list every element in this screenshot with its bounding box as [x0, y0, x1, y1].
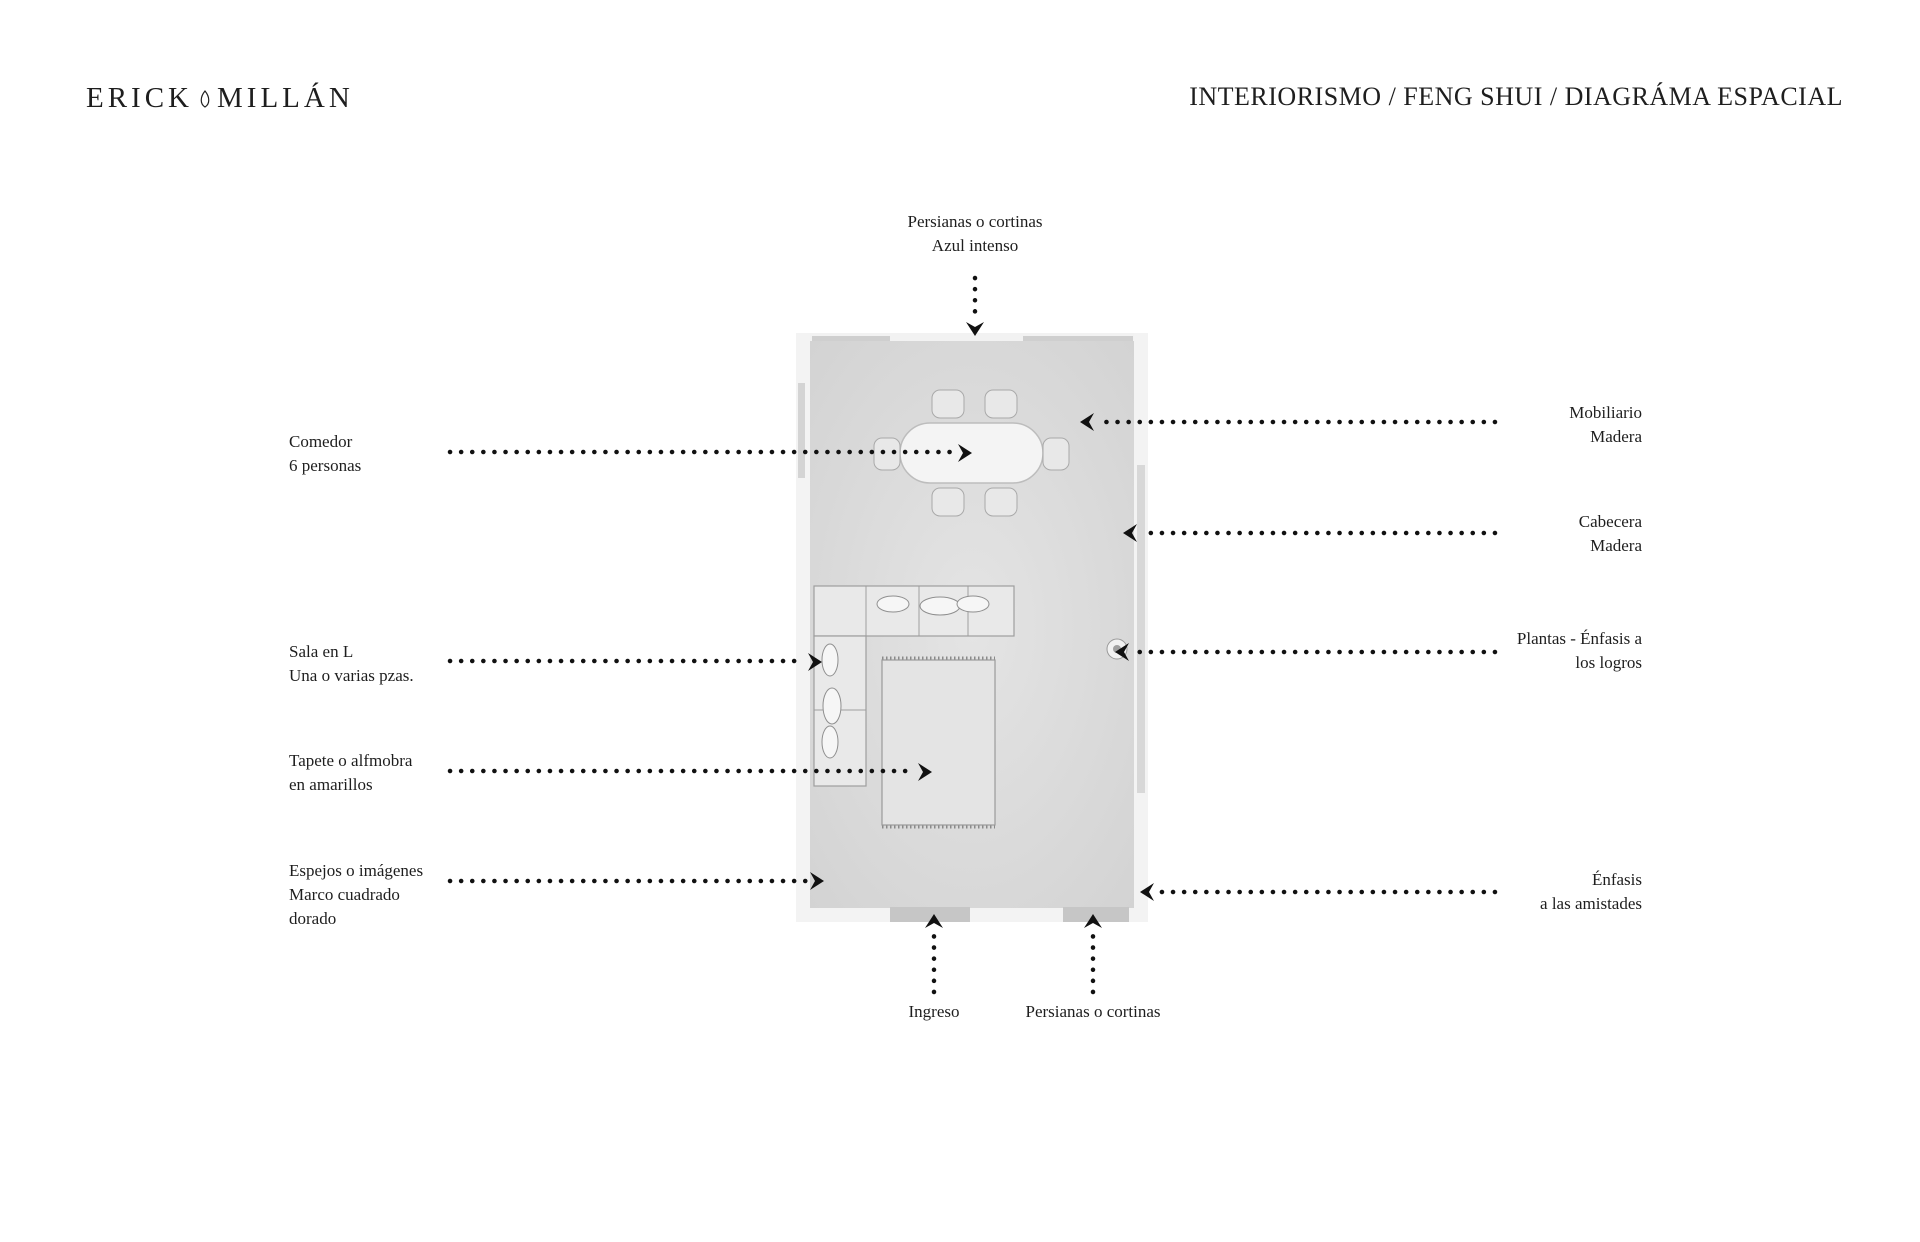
label-line: Madera	[1590, 536, 1642, 555]
rug-body	[881, 659, 996, 826]
bottom-wall	[796, 908, 1148, 922]
label-line: Marco cuadrado	[289, 885, 400, 904]
label-line: Comedor	[289, 432, 353, 451]
arrowhead	[1115, 643, 1129, 661]
label-cabecera: Cabecera Madera	[1579, 510, 1642, 558]
dining-chair	[931, 487, 965, 517]
label-line: Azul intenso	[931, 236, 1019, 255]
label-top-curtains: Persianas o cortinas Azul intenso	[907, 210, 1042, 258]
label-line: en amarillos	[289, 775, 373, 794]
label-line: Espejos o imágenes	[289, 861, 424, 880]
label-line: los logros	[1575, 653, 1642, 672]
left-window	[798, 383, 805, 478]
label-persianas-bottom: Persianas o cortinas	[1025, 1002, 1161, 1021]
cushion	[956, 595, 990, 613]
label-mobiliario: Mobiliario Madera	[1569, 401, 1642, 449]
page-title: INTERIORISMO / FENG SHUI / DIAGRÁMA ESPA…	[1189, 82, 1843, 111]
cushion	[821, 643, 839, 677]
label-line: 6 personas	[289, 456, 362, 475]
top-wall	[796, 333, 1148, 341]
cushion	[919, 596, 961, 616]
l-shaped-sofa	[813, 585, 1015, 787]
label-tapete: Tapete o alfmobra en amarillos	[289, 749, 412, 797]
arrowhead	[1080, 413, 1094, 431]
rug	[881, 656, 996, 829]
right-window	[1137, 465, 1145, 793]
arrowhead	[1123, 524, 1137, 542]
arrowhead	[810, 872, 824, 890]
arrow-group	[447, 275, 1498, 995]
arrowhead	[966, 322, 984, 336]
dining-chair	[1042, 437, 1070, 471]
dining-chair	[984, 487, 1018, 517]
arrowhead	[925, 914, 943, 928]
cushion	[821, 725, 839, 759]
label-line: Madera	[1590, 427, 1642, 446]
top-window-left	[812, 336, 890, 341]
label-line: a las amistades	[1540, 894, 1642, 913]
label-line: Mobiliario	[1569, 403, 1642, 422]
label-line: Sala en L	[289, 642, 354, 661]
arrowhead	[808, 653, 822, 671]
arrowhead	[958, 444, 972, 462]
label-line: Tapete o alfmobra	[289, 751, 413, 770]
label-line: dorado	[289, 909, 337, 928]
dining-chair	[984, 389, 1018, 419]
cushion	[876, 595, 910, 613]
cushion	[822, 687, 842, 725]
label-line: Énfasis	[1591, 870, 1642, 889]
arrowhead	[1084, 914, 1102, 928]
top-window-right	[1023, 336, 1133, 341]
arrowhead	[1140, 883, 1154, 901]
leaf-icon	[200, 89, 210, 108]
label-espejos: Espejos o imágenes Marco cuadrado dorado	[289, 859, 423, 931]
label-plantas: Plantas - Énfasis a los logros	[1517, 627, 1642, 675]
brand-name-last: MILLÁN	[217, 82, 354, 114]
label-enfasis: Énfasis a las amistades	[1540, 868, 1642, 916]
label-comedor: Comedor 6 personas	[289, 430, 361, 478]
left-wall	[796, 333, 810, 922]
arrowhead	[918, 763, 932, 781]
entrance-opening	[890, 907, 970, 922]
dining-chair	[873, 437, 901, 471]
label-line: Una o varias pzas.	[289, 666, 414, 685]
arrowheads	[808, 322, 1154, 928]
label-line: Persianas o cortinas	[907, 212, 1043, 231]
label-line: Cabecera	[1578, 512, 1642, 531]
sofa-back-section	[813, 585, 1015, 637]
label-sala: Sala en L Una o varias pzas.	[289, 640, 414, 688]
bottom-window	[1063, 907, 1129, 922]
label-ingreso: Ingreso	[908, 1002, 960, 1021]
brand-name-first: ERICK	[86, 82, 193, 114]
brand-logo: ERICK MILLÁN	[86, 82, 354, 115]
dining-chair	[931, 389, 965, 419]
label-line: Plantas - Énfasis a	[1516, 629, 1642, 648]
